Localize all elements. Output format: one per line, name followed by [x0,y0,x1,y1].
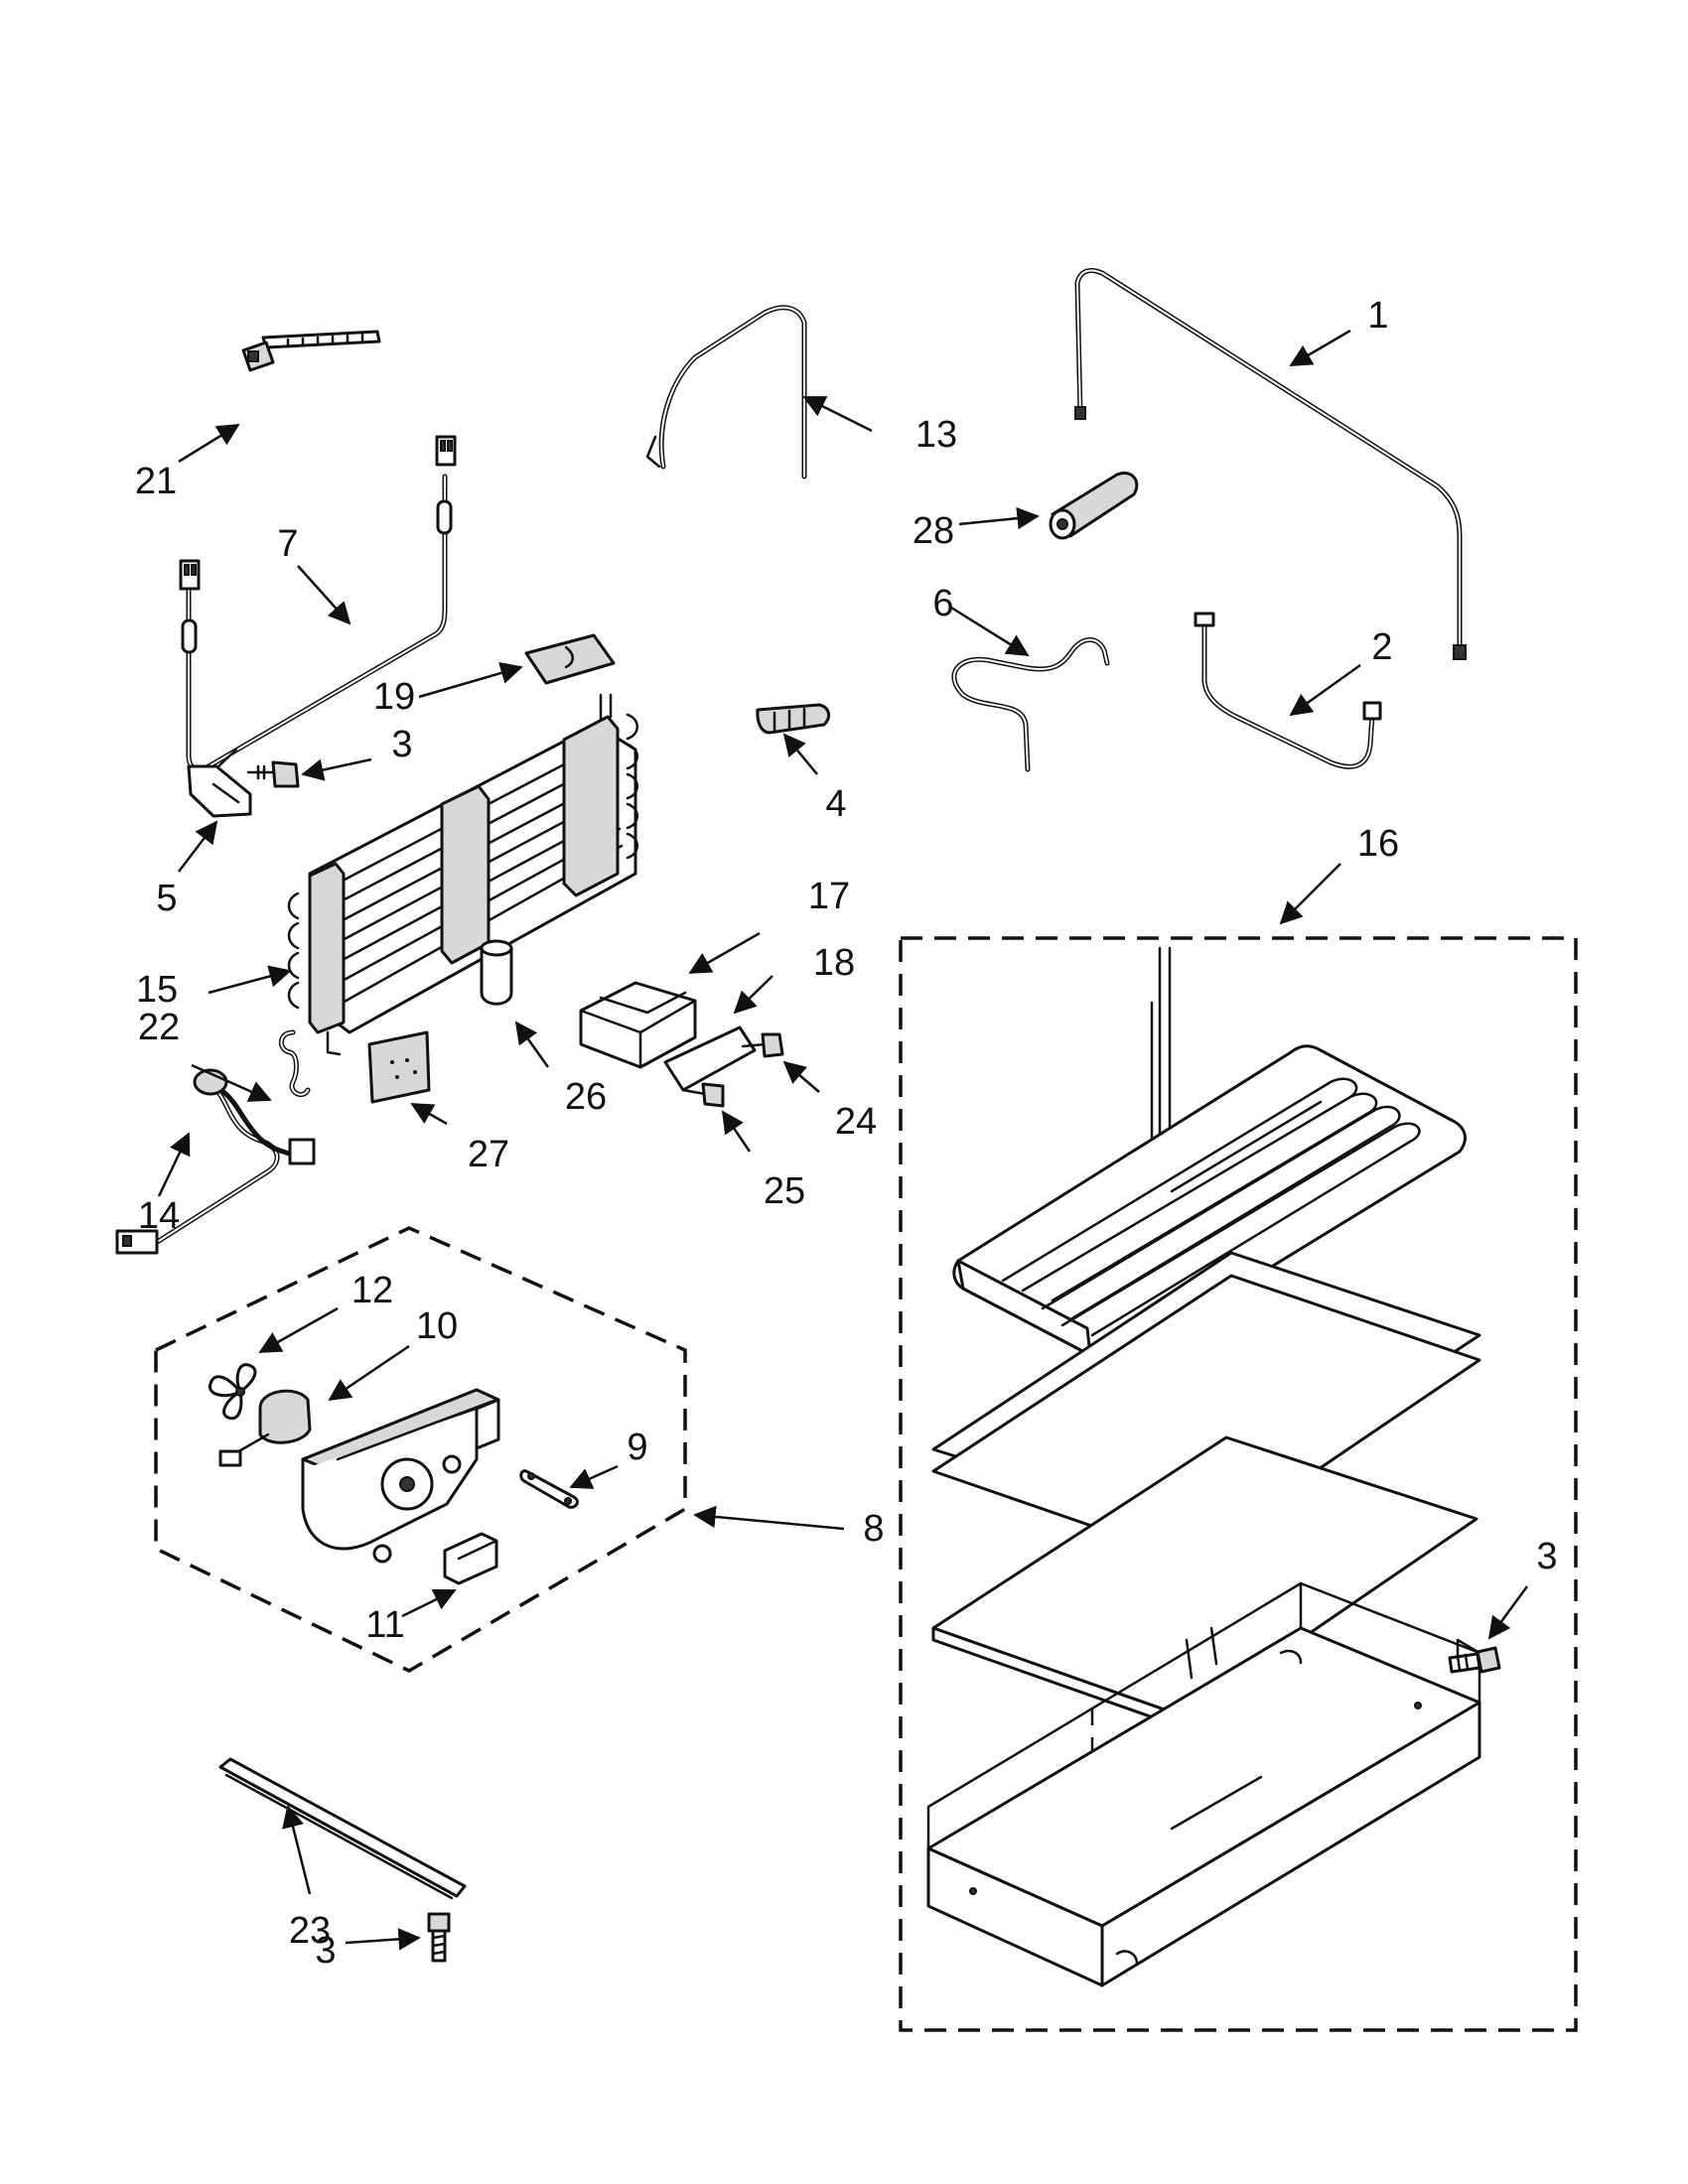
bracket-box-part [579,981,697,1069]
bracket-11-part [443,1532,498,1585]
j-tube-part [1194,612,1382,769]
cable-tie-part [241,330,381,372]
callout-19: 19 [373,676,415,718]
callout-14: 14 [138,1195,180,1237]
bracket-part [187,748,252,818]
leader-lines [157,329,1529,1951]
long-tube-part [1074,268,1467,660]
callout-24: 24 [835,1101,877,1143]
callout-10: 10 [416,1305,458,1347]
clip-part [756,703,831,735]
screw-25-part [681,1082,725,1108]
callout-26: 26 [565,1076,607,1118]
callout-3-upper: 3 [391,724,412,765]
callout-7: 7 [277,523,298,565]
foam-sleeve-part [1049,472,1139,540]
screw-bottom-part [427,1912,451,1963]
cylinder-part [480,939,513,1006]
foam-pad-part [524,633,616,685]
callout-27: 27 [468,1134,509,1175]
callout-21: 21 [135,461,177,502]
callout-17: 17 [808,876,850,917]
strap-9-part [519,1469,579,1509]
callout-16: 16 [1357,823,1399,865]
callout-8: 8 [863,1508,884,1550]
fan-assembly-boundary [154,1226,687,1673]
callout-9: 9 [627,1427,647,1468]
fan-motor-part [218,1389,312,1467]
screw-right-part [1448,1646,1501,1674]
callout-5: 5 [156,878,177,919]
callout-25: 25 [764,1170,805,1212]
callout-23: 23 [289,1910,331,1952]
callout-22: 22 [138,1007,180,1048]
fan-housing-part [301,1388,500,1564]
sensor-harness-part [115,1068,316,1255]
capillary-tube-part [951,637,1110,772]
fan-blade-part [208,1363,257,1421]
plate-part [663,1025,757,1092]
wire-harness-part [179,435,457,772]
callout-28: 28 [913,510,954,552]
callout-18: 18 [813,942,855,984]
callout-3-bottom: 3 [315,1930,336,1972]
evaporator-part [287,693,638,1056]
callout-2: 2 [1371,626,1392,668]
callout-1: 1 [1367,295,1388,337]
callout-15: 15 [136,969,178,1011]
callout-3-right: 3 [1536,1536,1557,1577]
pad-27-part [367,1030,431,1104]
callout-4: 4 [825,783,846,825]
s-hook-part [278,1029,311,1097]
drain-pan-part [926,1581,1481,1987]
small-u-tube-part [645,305,807,479]
callout-labels: 1 2 3 4 5 6 7 8 9 10 11 12 13 14 15 16 1… [135,295,1558,1972]
drain-heater-part [952,946,1467,1362]
callout-11: 11 [365,1604,404,1646]
screw-24-part [741,1032,784,1058]
callout-13: 13 [915,414,957,456]
callout-12: 12 [352,1270,393,1311]
drain-pan-assembly-boundary [899,936,1578,2032]
callout-6: 6 [932,583,953,624]
strip-23-part [218,1757,467,1900]
screw-upper-part [246,760,300,788]
